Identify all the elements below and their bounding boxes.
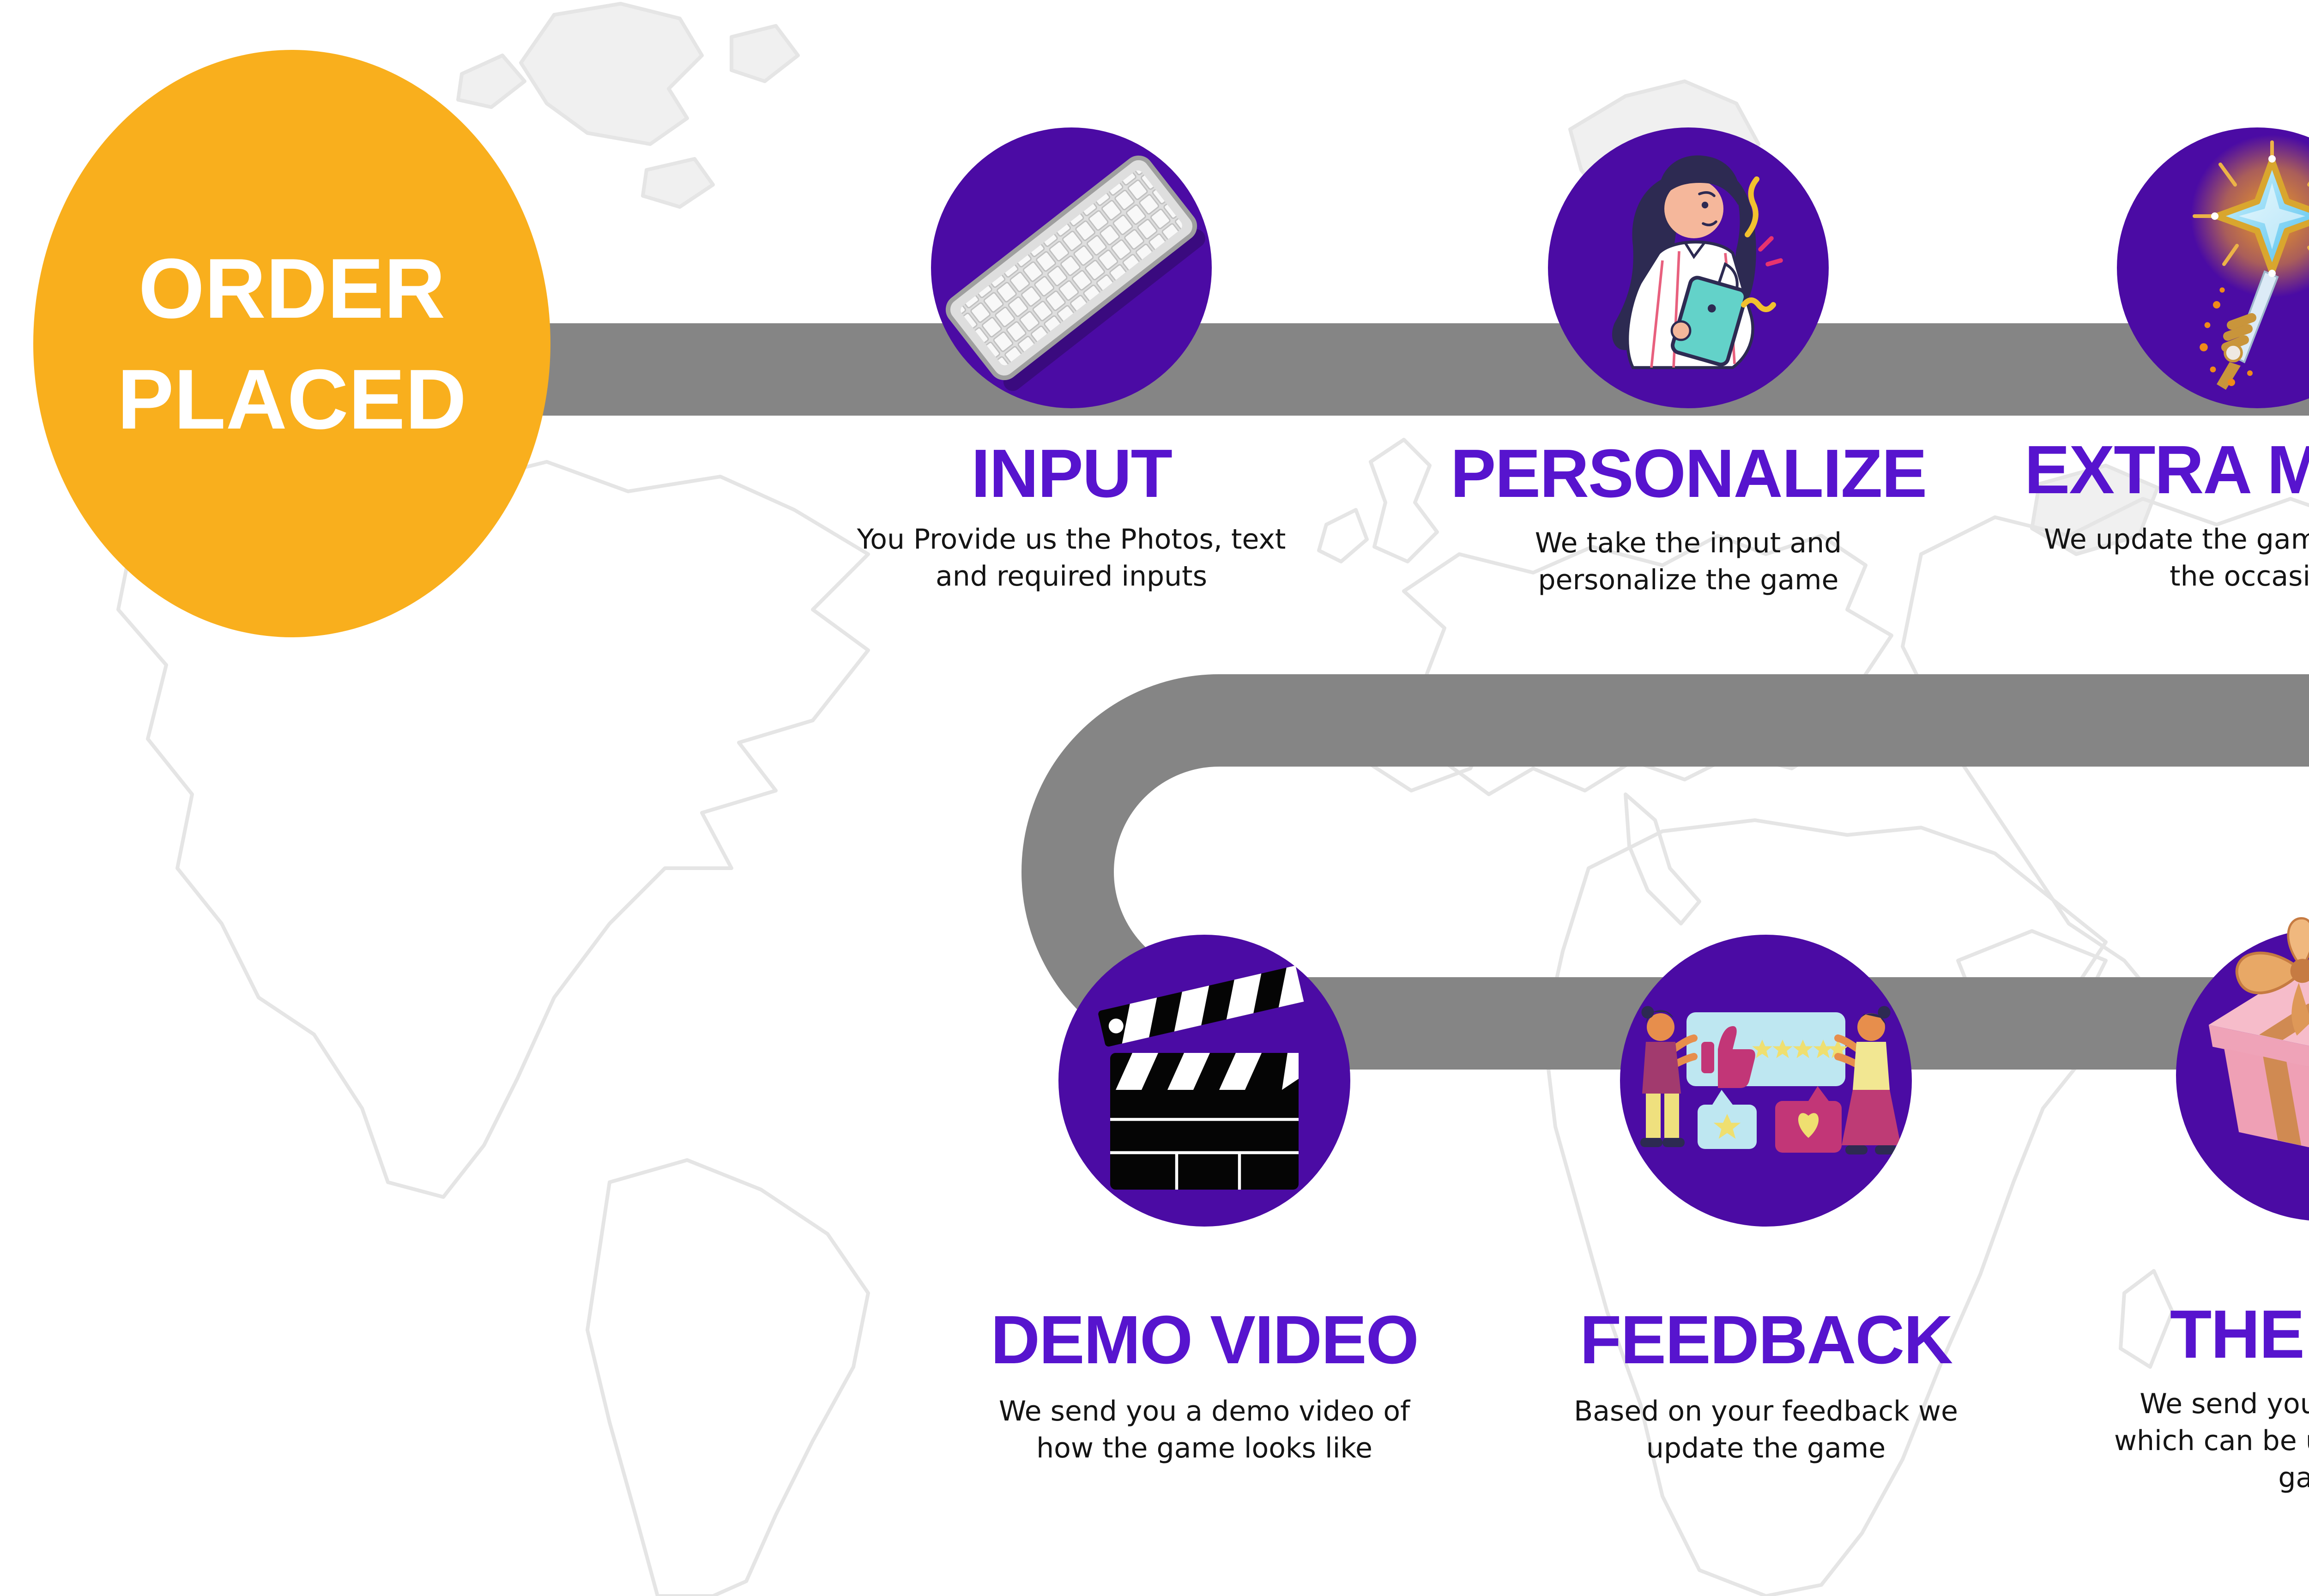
magic-wand-icon: [2191, 135, 2309, 390]
step-extra-magic-title: EXTRA MAGIC: [2024, 432, 2309, 508]
step-extra-magic-circle: [2117, 127, 2309, 408]
map-arctic-islands: [456, 2, 800, 209]
step-demo-video-circle: [1058, 935, 1350, 1227]
step-input-description: You Provide us the Photos, text and requ…: [857, 523, 1286, 593]
clapperboard-icon: [1098, 965, 1304, 1190]
step-input-title: INPUT: [971, 436, 1173, 512]
step-feedback-description: Based on your feedback we update the gam…: [1574, 1395, 1958, 1465]
order-placed-line1: ORDER: [138, 240, 446, 336]
rating-people-icon: [1640, 1006, 1901, 1155]
step-input-circle: [931, 127, 1212, 408]
step-demo-video-description: We send you a demo video of how the game…: [998, 1395, 1410, 1465]
order-placed-label: ORDER PLACED: [117, 233, 467, 454]
map-africa: [1542, 818, 2108, 1596]
gift-box-icon: [2208, 917, 2309, 1153]
step-the-gift-description: We send you the final URL which can be u…: [2114, 1387, 2309, 1494]
step-the-gift-title: THE GIFT: [2170, 1297, 2309, 1372]
map-north-america: [109, 401, 870, 1199]
step-the-gift-circle: [2176, 917, 2309, 1221]
step-demo-video-title: DEMO VIDEO: [991, 1302, 1419, 1378]
step-feedback-circle: [1620, 935, 1912, 1227]
keyboard-icon: [945, 155, 1205, 391]
step-personalize-title: PERSONALIZE: [1450, 436, 1928, 512]
map-south-america: [586, 1158, 870, 1596]
tablet-woman-icon: [1612, 155, 1783, 369]
order-placed-circle: ORDER PLACED: [33, 50, 550, 637]
order-placed-line2: PLACED: [117, 351, 467, 447]
step-personalize-description: We take the input and personalize the ga…: [1535, 526, 1842, 597]
step-feedback-title: FEEDBACK: [1579, 1302, 1953, 1378]
step-personalize-circle: [1548, 127, 1829, 408]
step-extra-magic-description: We update the game based on the occasion: [2043, 523, 2309, 593]
